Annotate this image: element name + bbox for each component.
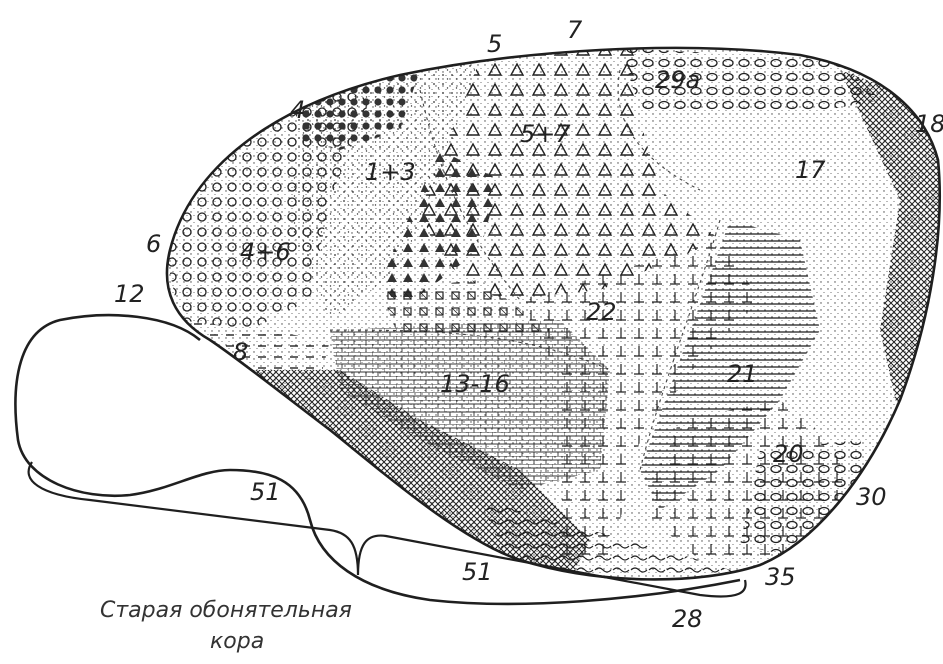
label-area-30: 30 xyxy=(856,483,887,511)
label-area-8: 8 xyxy=(233,338,248,366)
label-area-4: 4 xyxy=(290,96,305,124)
label-area-6: 6 xyxy=(146,230,161,258)
label-area-13-16: 13-16 xyxy=(440,370,510,398)
caption-line-1: Старая обонятельная xyxy=(100,598,352,623)
label-area-20: 20 xyxy=(773,440,804,468)
label-area-12: 12 xyxy=(114,280,145,308)
label-area-4-6: 4+6 xyxy=(240,238,291,266)
label-area-5: 5 xyxy=(487,30,502,58)
label-area-7: 7 xyxy=(567,16,583,44)
caption: Старая обонятельная кора xyxy=(100,598,352,654)
label-area-1-3: 1+3 xyxy=(365,158,416,186)
label-area-29a: 29a xyxy=(655,66,700,94)
label-area-5-7: 5+7 xyxy=(520,120,571,148)
label-area-22: 22 xyxy=(586,298,617,326)
label-area-17: 17 xyxy=(795,156,826,184)
label-area-28: 28 xyxy=(672,605,703,633)
label-area-35: 35 xyxy=(765,563,796,591)
label-area-51-bottom: 51 xyxy=(462,558,493,586)
caption-line-2: кора xyxy=(210,629,264,654)
label-area-18: 18 xyxy=(915,110,943,138)
label-area-21: 21 xyxy=(727,360,758,388)
label-area-51-left: 51 xyxy=(250,478,281,506)
